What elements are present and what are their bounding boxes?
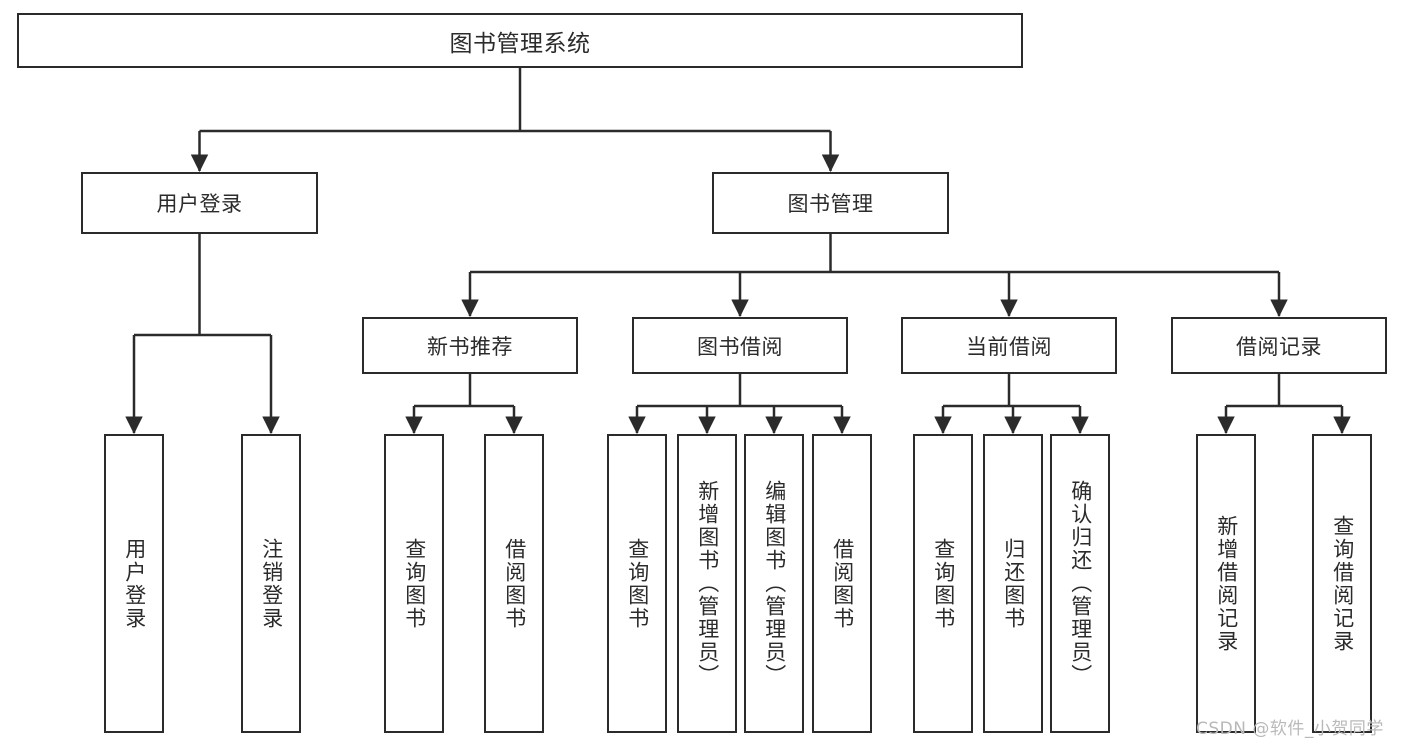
node-leaf-bo-borrow[interactable]: 借阅图书 xyxy=(812,434,872,733)
node-leaf-bo-edit[interactable]: 编辑图书（管理员） xyxy=(744,434,804,733)
node-leaf-bo-add[interactable]: 新增图书（管理员） xyxy=(677,434,737,733)
node-label-newbook: 新书推荐 xyxy=(427,334,513,359)
edge-paths xyxy=(125,68,1351,435)
node-leaf-nb-query[interactable]: 查询图书 xyxy=(384,434,444,733)
node-record[interactable]: 借阅记录 xyxy=(1171,317,1387,374)
node-leaf-nb-borrow[interactable]: 借阅图书 xyxy=(484,434,544,733)
node-label-login: 用户登录 xyxy=(156,192,243,216)
node-bookmgmt[interactable]: 图书管理 xyxy=(712,172,949,234)
node-label-leaf-logout: 注销登录 xyxy=(259,537,284,630)
node-label-leaf-bo-add: 新增图书（管理员） xyxy=(695,480,720,687)
node-label-leaf-login: 用户登录 xyxy=(122,537,147,630)
node-label-leaf-bo-edit: 编辑图书（管理员） xyxy=(762,480,787,687)
node-label-leaf-bo-borrow: 借阅图书 xyxy=(830,537,855,630)
node-label-record: 借阅记录 xyxy=(1236,334,1322,359)
node-root[interactable]: 图书管理系统 xyxy=(17,13,1023,68)
node-leaf-login[interactable]: 用户登录 xyxy=(104,434,164,733)
node-leaf-logout[interactable]: 注销登录 xyxy=(241,434,301,733)
node-label-current: 当前借阅 xyxy=(966,334,1052,359)
node-leaf-re-add[interactable]: 新增借阅记录 xyxy=(1196,434,1256,733)
node-label-leaf-re-add: 新增借阅记录 xyxy=(1214,514,1239,653)
node-label-leaf-bo-query: 查询图书 xyxy=(625,537,650,630)
node-borrow[interactable]: 图书借阅 xyxy=(632,317,848,374)
node-label-leaf-cu-confirm: 确认归还（管理员） xyxy=(1068,480,1093,687)
node-current[interactable]: 当前借阅 xyxy=(901,317,1117,374)
node-leaf-cu-confirm[interactable]: 确认归还（管理员） xyxy=(1050,434,1110,733)
node-label-leaf-re-query: 查询借阅记录 xyxy=(1330,514,1355,653)
watermark: CSDN @软件_小贺同学 xyxy=(1196,719,1384,739)
node-leaf-cu-return[interactable]: 归还图书 xyxy=(983,434,1043,733)
node-leaf-bo-query[interactable]: 查询图书 xyxy=(607,434,667,733)
node-label-leaf-nb-borrow: 借阅图书 xyxy=(502,537,527,630)
node-leaf-cu-query[interactable]: 查询图书 xyxy=(913,434,973,733)
node-newbook[interactable]: 新书推荐 xyxy=(362,317,578,374)
node-label-borrow: 图书借阅 xyxy=(697,334,783,359)
node-label-root: 图书管理系统 xyxy=(449,30,591,57)
node-label-leaf-nb-query: 查询图书 xyxy=(402,537,427,630)
node-label-leaf-cu-query: 查询图书 xyxy=(931,537,956,630)
node-leaf-re-query[interactable]: 查询借阅记录 xyxy=(1312,434,1372,733)
node-login[interactable]: 用户登录 xyxy=(81,172,318,234)
node-label-bookmgmt: 图书管理 xyxy=(787,192,874,216)
node-label-leaf-cu-return: 归还图书 xyxy=(1001,537,1026,630)
